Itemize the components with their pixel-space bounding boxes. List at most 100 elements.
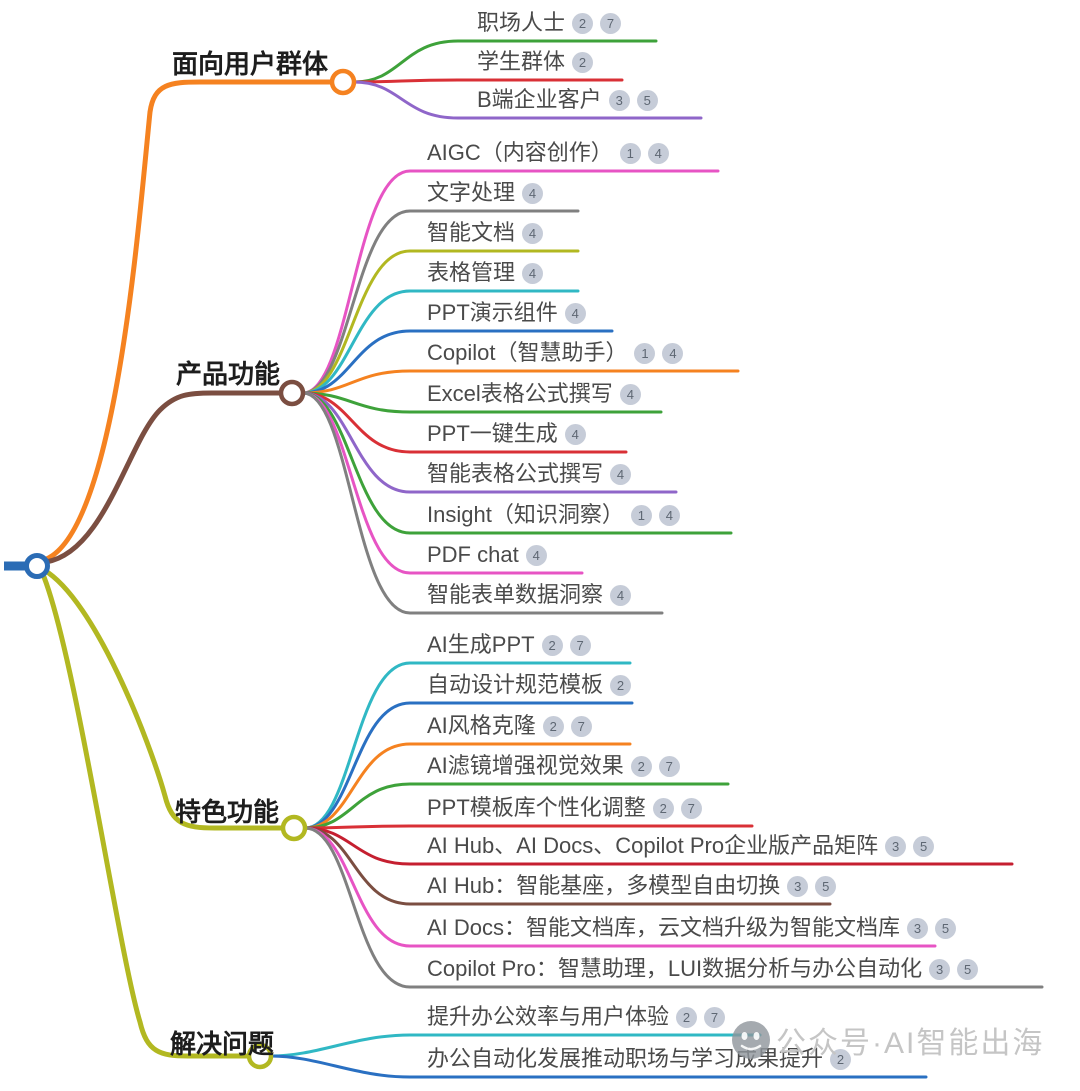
topic-count-badge: 7 (680, 797, 702, 819)
leaf-curve (303, 824, 754, 830)
leaf-topic[interactable]: PDF chat 4 (427, 540, 547, 570)
topic-count-badge: 3 (608, 89, 630, 111)
topic-count-badge: 4 (610, 463, 632, 485)
topic-count-badge: 2 (630, 755, 652, 777)
leaf-curve (303, 782, 730, 830)
watermark: 公众号·AI智能出海 (731, 1018, 1044, 1062)
topic-count-badge: 2 (652, 797, 674, 819)
leaf-topic-label: 提升办公效率与用户体验 (427, 1004, 670, 1029)
branch-curve (41, 79, 335, 563)
topic-count-badge: 3 (907, 917, 929, 939)
topic-count-badge: 5 (636, 89, 658, 111)
branch-topic[interactable]: 面向用户群体 (172, 49, 329, 79)
topic-count-badge: 2 (542, 715, 564, 737)
leaf-topic-label: PPT一键生成 (427, 421, 558, 446)
topic-count-badge: 3 (929, 958, 951, 980)
leaf-topic-label: 自动设计规范模板 (427, 672, 604, 697)
leaf-curve (303, 826, 1044, 989)
leaf-curve (301, 289, 580, 395)
watermark-text: 公众号·AI智能出海 (776, 1027, 1045, 1060)
leaf-curve (301, 169, 720, 395)
topic-count-badge: 1 (634, 342, 656, 364)
leaf-curve (303, 742, 632, 830)
leaf-topic-label: 文字处理 (427, 180, 516, 205)
leaf-topic-label: Copilot Pro：智慧助理，LUI数据分析与办公自动化 (427, 956, 923, 981)
leaf-topic-label: Excel表格公式撰写 (427, 381, 613, 406)
leaf-topic-label: 学生群体 (477, 49, 566, 74)
leaf-topic-label: PDF chat (427, 542, 519, 567)
leaf-topic[interactable]: PPT一键生成 4 (427, 419, 586, 449)
leaf-curve (352, 78, 624, 84)
branch-topic[interactable]: 特色功能 (175, 797, 280, 827)
topic-count-badge: 4 (564, 302, 586, 324)
topic-count-badge: 4 (525, 544, 547, 566)
topic-count-badge: 1 (619, 142, 641, 164)
topic-count-badge: 5 (935, 917, 957, 939)
root-node-circle[interactable] (24, 553, 50, 579)
branch-node-circle[interactable] (246, 1042, 274, 1070)
leaf-curve (301, 329, 614, 395)
topic-count-badge: 7 (600, 12, 622, 34)
topic-count-badge: 3 (885, 835, 907, 857)
leaf-topic-label: AIGC（内容创作） (427, 140, 613, 165)
leaf-curve (303, 661, 632, 830)
topic-count-badge: 2 (572, 12, 594, 34)
leaf-topic-label: AI Docs：智能文档库，云文档升级为智能文档库 (427, 915, 901, 940)
leaf-curve (303, 826, 937, 948)
topic-count-badge: 4 (658, 504, 680, 526)
branch-node-circle[interactable] (278, 379, 306, 407)
leaf-topic-label: AI风格克隆 (427, 713, 536, 738)
branch-topic[interactable]: 产品功能 (176, 359, 281, 389)
topic-count-badge: 1 (630, 504, 652, 526)
branch-curve (39, 569, 252, 1059)
topic-count-badge: 5 (913, 835, 935, 857)
branch-topic[interactable]: 解决问题 (170, 1029, 275, 1059)
leaf-curve (301, 391, 663, 414)
leaf-topic[interactable]: 学生群体 2 (477, 47, 594, 77)
leaf-topic-label: PPT模板库个性化调整 (427, 795, 646, 820)
leaf-topic-label: 表格管理 (427, 260, 516, 285)
branch-node-circle[interactable] (280, 814, 308, 842)
topic-count-badge: 5 (957, 958, 979, 980)
topic-count-badge: 4 (564, 423, 586, 445)
leaf-curve (269, 1054, 928, 1079)
branch-node-circle[interactable] (329, 68, 357, 96)
leaf-topic-label: 智能文档 (427, 220, 516, 245)
topic-count-badge: 2 (572, 51, 594, 73)
leaf-topic-label: Insight（知识洞察） (427, 502, 624, 527)
leaf-curve (269, 1033, 762, 1058)
leaf-topic-label: Copilot（智慧助手） (427, 340, 628, 365)
topic-count-badge: 5 (815, 875, 837, 897)
leaf-curve (352, 39, 658, 84)
topic-count-badge: 7 (570, 715, 592, 737)
leaf-topic-label: AI Hub：智能基座，多模型自由切换 (427, 873, 781, 898)
topic-count-badge: 2 (830, 1048, 852, 1070)
leaf-curve (301, 249, 580, 395)
leaf-curve (352, 80, 703, 120)
leaf-topic-label: 智能表单数据洞察 (427, 582, 604, 607)
leaf-curve (301, 391, 664, 615)
